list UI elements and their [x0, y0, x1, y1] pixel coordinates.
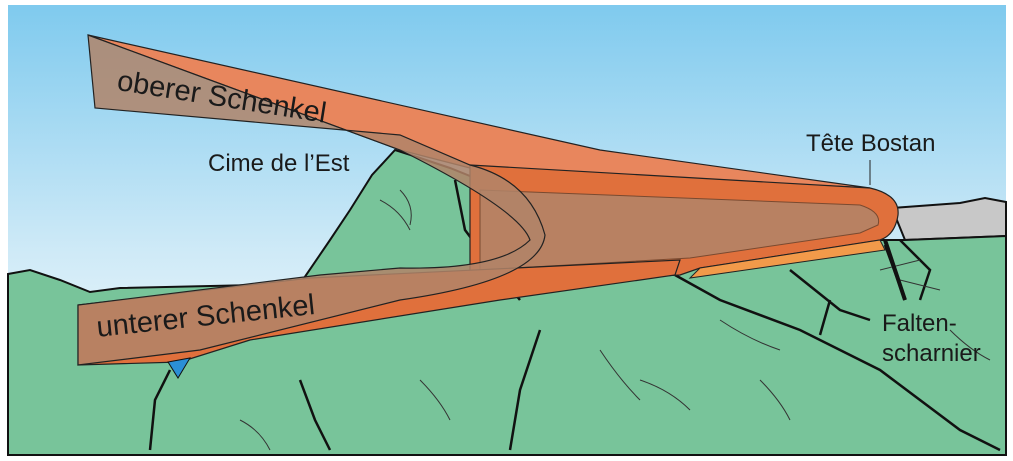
upper-limb-brown [77, 34, 546, 366]
label-hinge-1: Falten- [882, 310, 957, 337]
lower-limb-lightorange [688, 239, 886, 279]
label-tete-bostan: Tête Bostan [806, 130, 936, 157]
label-hinge-2: scharnier [882, 340, 981, 367]
hinge-marker [883, 239, 907, 301]
terrain-hatching [239, 189, 991, 451]
fold-core [479, 189, 880, 271]
water [167, 357, 191, 379]
label-cime-de-l-est: Cime de l’Est [208, 150, 350, 177]
